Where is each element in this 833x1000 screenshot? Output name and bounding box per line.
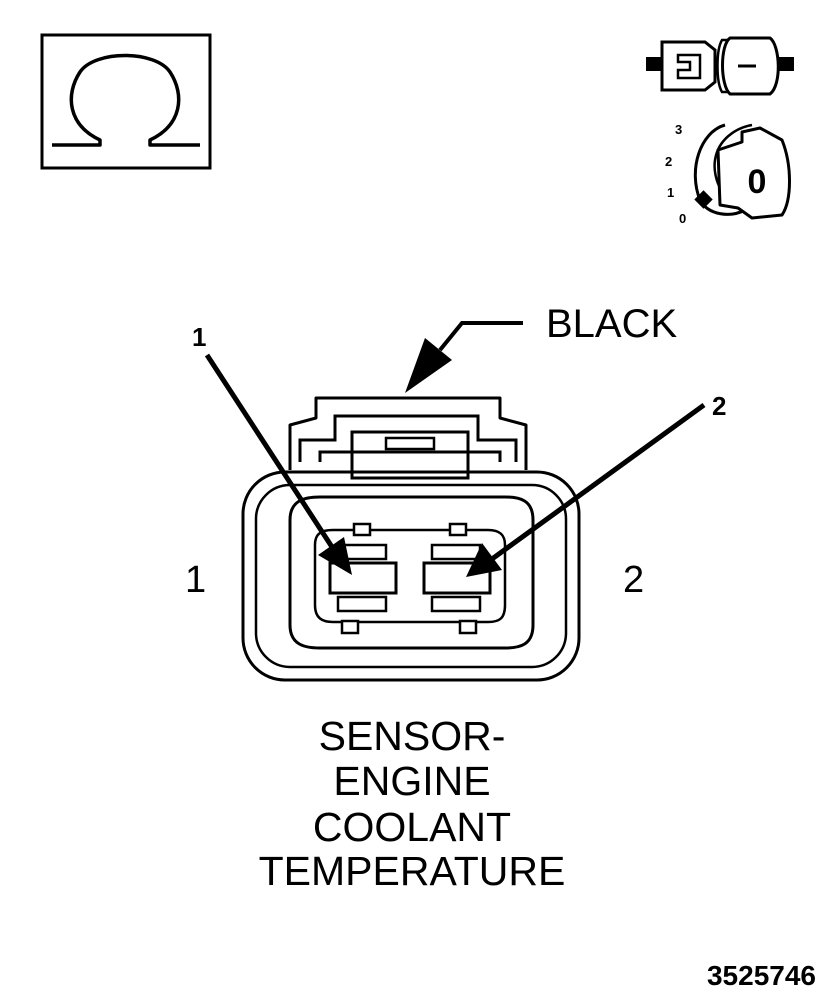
caption-line-4: TEMPERATURE (259, 848, 566, 894)
ignition-key-label: 0 (748, 163, 767, 201)
pin-2-callout-number: 2 (712, 391, 726, 421)
ohm-icon (40, 33, 212, 170)
connector-color-label: BLACK (546, 302, 677, 346)
connector-housing (241, 470, 581, 682)
cavity-label-right: 2 (623, 559, 644, 601)
disconnected-connector-icon (646, 36, 794, 96)
caption-line-3: COOLANT (313, 804, 511, 850)
ignition-position-0: 0 (679, 211, 686, 226)
figure-id: 3525746 (707, 960, 816, 991)
pin-2-callout-arrow (466, 402, 706, 577)
ignition-key-icon: 3 2 1 0 0 (665, 122, 791, 226)
terminal-cavity-1 (328, 522, 398, 635)
caption-line-1: SENSOR- (319, 713, 506, 759)
pin-1-callout-arrow (204, 353, 352, 575)
ignition-position-3: 3 (675, 122, 682, 137)
terminal-cavity-2 (422, 522, 492, 635)
pin-1-callout-number: 1 (192, 322, 206, 352)
ignition-position-1: 1 (667, 185, 674, 200)
ignition-position-2: 2 (665, 154, 672, 169)
component-caption: SENSOR- ENGINE COOLANT TEMPERATURE (259, 713, 566, 894)
caption-line-2: ENGINE (333, 758, 490, 804)
connector-lock-tab (288, 396, 528, 480)
cavity-label-left: 1 (185, 559, 206, 601)
color-callout-arrow (405, 321, 523, 393)
